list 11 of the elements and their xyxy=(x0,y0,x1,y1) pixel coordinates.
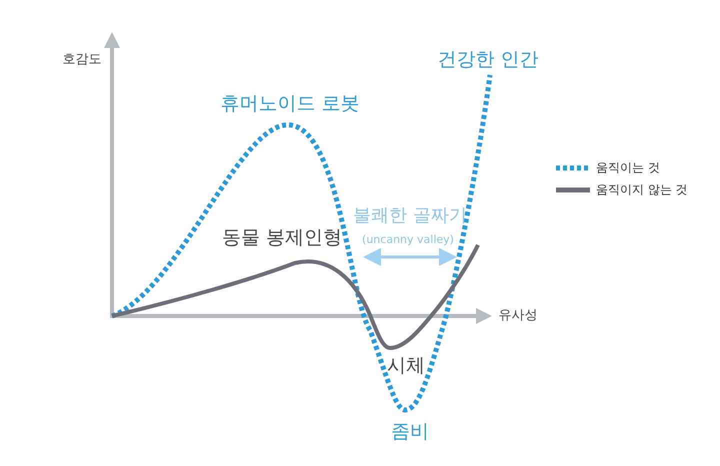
curve-label: 동물 봉제인형 xyxy=(222,228,342,248)
legend-text: 움직이는 것 xyxy=(596,161,660,175)
axis-label: 호감도 xyxy=(62,52,102,68)
valley-label: 불쾌한 골짜기 xyxy=(353,206,467,226)
curve-label: 휴머노이드 로봇 xyxy=(220,94,360,114)
curve-label: 좀비 xyxy=(391,422,429,442)
axis-label: 유사성 xyxy=(498,308,538,324)
curve-label: 시체 xyxy=(387,356,425,376)
legend-text: 움직이지 않는 것 xyxy=(596,183,688,197)
curve-label: 건강한 인간 xyxy=(437,50,539,70)
valley-label: (uncanny valley) xyxy=(362,234,454,246)
